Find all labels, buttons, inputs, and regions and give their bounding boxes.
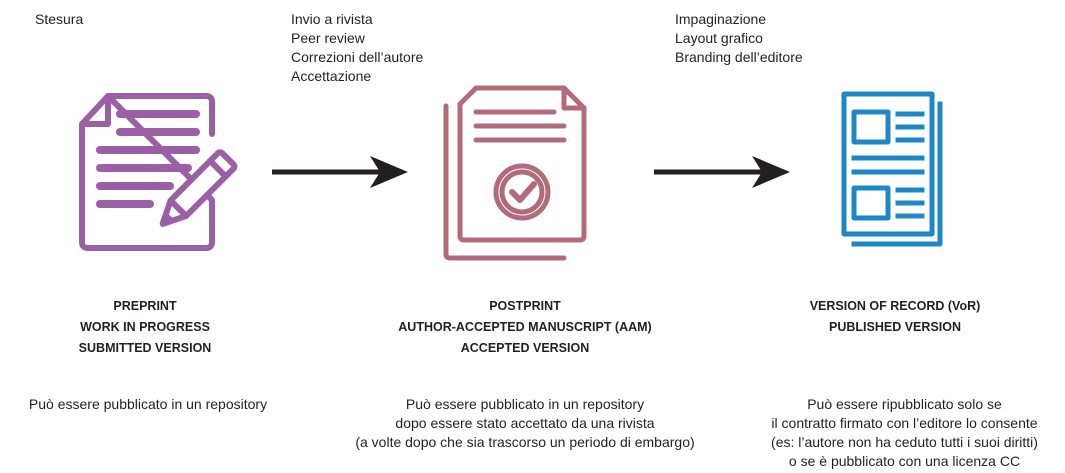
title-line: SUBMITTED VERSION [78,341,212,355]
stage-2-step: Invio a rivista [291,11,373,27]
description-line: (a volte dopo che sia trascorso un perio… [355,434,695,450]
description-line: (es: l’autore non ha ceduto tutti i suoi… [771,434,1038,450]
stage-3-step: Branding dell’editore [675,49,803,65]
title-line: PREPRINT [113,299,177,313]
description-line: dopo essere stato accettato da una rivis… [395,415,655,431]
description-line: il contratto firmato con l’editore lo co… [771,415,1038,431]
description-line: o se è pubblicato con una licenza CC [788,453,1021,469]
stage-3-description: Può essere ripubblicato solo se il contr… [744,395,1065,471]
stage-2-title: POSTPRINT AUTHOR-ACCEPTED MANUSCRIPT (AA… [390,296,660,359]
stage-1-steps: Stesura [35,10,83,29]
document-layout-icon [841,91,943,247]
stage-2-description: Può essere pubblicato in un repository d… [330,395,720,452]
description-line: Può essere pubblicato in un repository [405,396,645,412]
flow-arrow [654,156,790,188]
stage-2-step: Peer review [291,30,365,46]
stage-2-step: Accettazione [291,68,372,84]
title-line: VERSION OF RECORD (VoR) [809,299,981,313]
stage-3-step: Layout grafico [675,30,763,46]
document-pencil-icon [79,93,238,251]
stage-1-step: Stesura [35,11,84,27]
stage-3-step: Impaginazione [675,11,767,27]
stage-2-steps: Invio a rivista Peer review Correzioni d… [291,10,423,86]
stage-3-steps: Impaginazione Layout grafico Branding de… [675,10,803,67]
stage-1-title: PREPRINT WORK IN PROGRESS SUBMITTED VERS… [60,296,230,359]
stage-2-step: Correzioni dell’autore [291,49,424,65]
flow-arrow [272,156,408,188]
title-line: WORK IN PROGRESS [80,320,210,334]
stage-1-description: Può essere pubblicato in un repository [0,395,296,414]
title-line: AUTHOR-ACCEPTED MANUSCRIPT (AAM) [398,320,652,334]
title-line: POSTPRINT [489,299,561,313]
description-line: Può essere pubblicato in un repository [28,396,268,412]
description-line: Può essere ripubblicato solo se [807,396,1002,412]
stage-3-title: VERSION OF RECORD (VoR) PUBLISHED VERSIO… [790,296,1000,338]
title-line: PUBLISHED VERSION [829,320,961,334]
document-check-icon [443,85,587,261]
title-line: ACCEPTED VERSION [460,341,590,355]
